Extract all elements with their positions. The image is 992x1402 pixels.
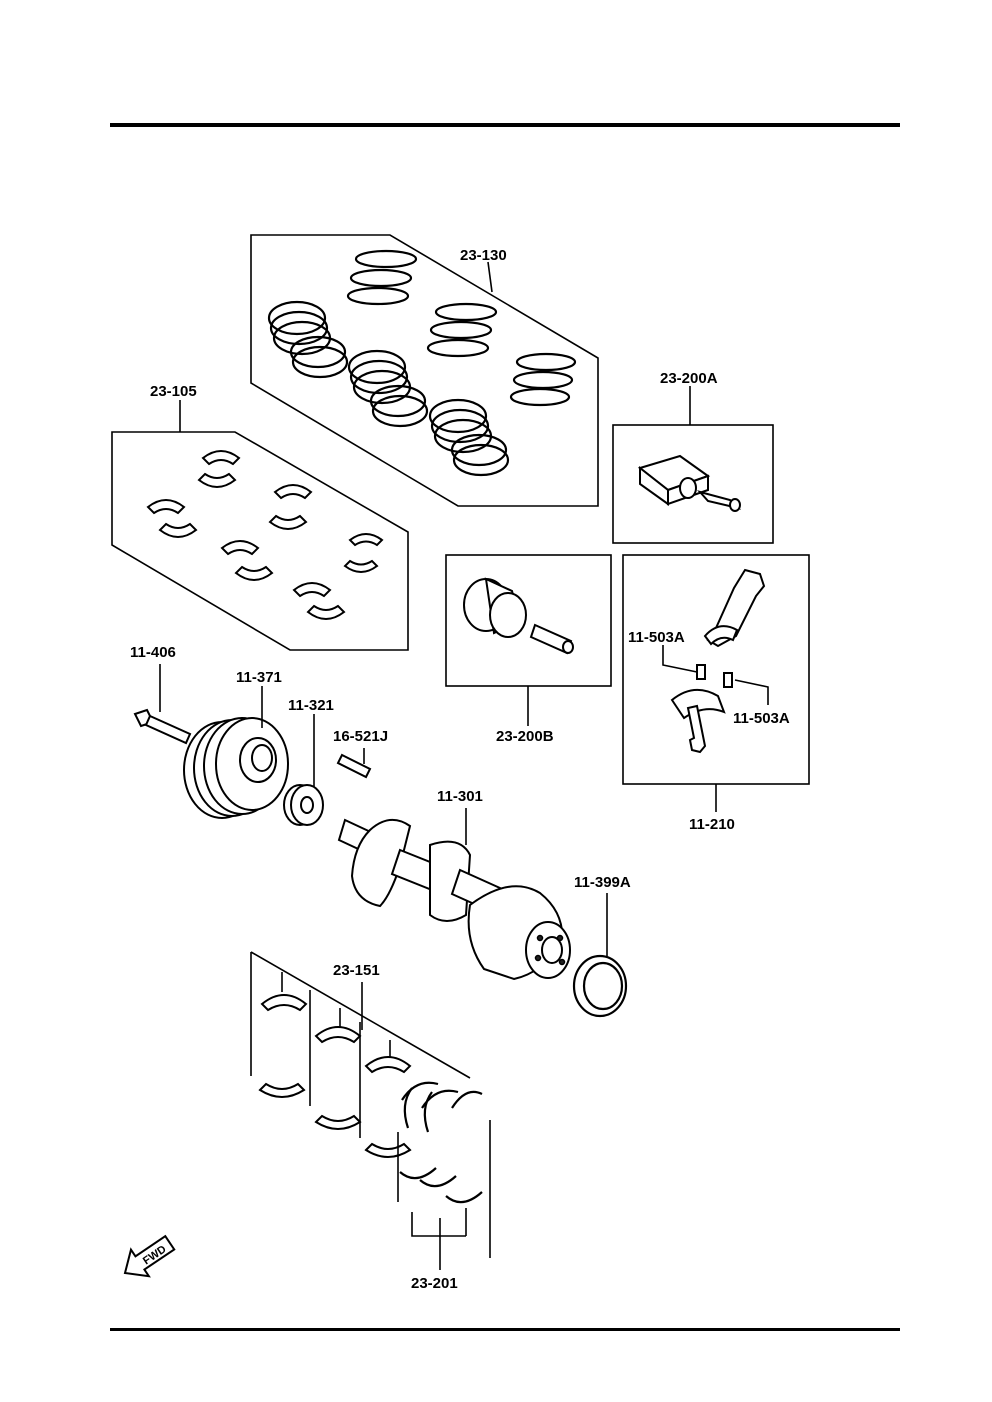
crankshaft-group: 11-301 xyxy=(337,788,571,981)
top-rule xyxy=(110,123,900,127)
callout-label: 23-200B xyxy=(496,728,554,745)
callout-label: 23-201 xyxy=(411,1275,458,1292)
callout-label: 11-503A xyxy=(733,710,790,727)
callout-label: 23-200A xyxy=(660,370,718,387)
callout-label: 11-210 xyxy=(689,816,735,833)
callout-label: 11-321 xyxy=(288,697,334,714)
thrust-bearing-group: 23-151 xyxy=(250,951,471,1158)
bottom-rule xyxy=(110,1328,900,1331)
fwd-arrow-icon: FWD xyxy=(123,1234,176,1278)
piston-rings-group: 23-130 xyxy=(250,234,599,507)
callout-label: 11-503A xyxy=(628,629,685,646)
oil-seal-group: 11-399A xyxy=(572,874,631,1018)
callout-label: 16-521J xyxy=(333,728,388,745)
lower-main-bearings-group: 23-201 xyxy=(397,1081,491,1292)
conrod-group: 11-503A 11-503A 11-210 xyxy=(622,554,810,833)
front-pulley-group: 11-406 11-371 11-321 16-521J xyxy=(130,644,388,826)
callout-label: 11-406 xyxy=(130,644,176,661)
piston-alt-group: 23-200B xyxy=(445,554,612,745)
callout-label: 11-371 xyxy=(236,669,282,686)
upper-main-bearings-group: 23-105 xyxy=(111,383,409,651)
callout-label: 11-301 xyxy=(437,788,483,805)
callout-label: 23-105 xyxy=(150,383,197,400)
callout-label: 11-399A xyxy=(574,874,631,891)
callout-label: 23-151 xyxy=(333,962,380,979)
callout-label: 23-130 xyxy=(460,247,507,264)
piston-std-group: 23-200A xyxy=(612,370,774,544)
